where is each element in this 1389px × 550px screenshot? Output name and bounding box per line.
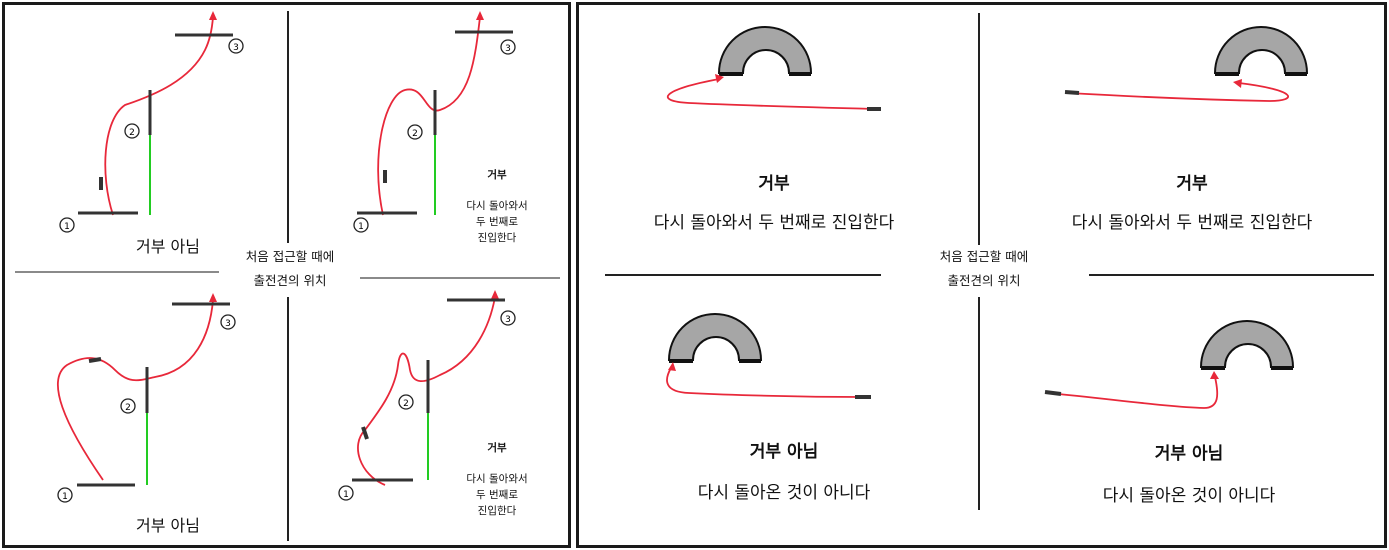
marker-circle-2 [398,394,414,410]
marker-label-1: 1 [343,490,349,500]
marker-label-3: 3 [233,43,239,53]
dog-path [667,78,876,110]
right-q3-title: 거부 아님 [749,442,819,462]
dog-path [666,367,863,398]
dog-marker [361,426,369,440]
left-q1-caption: 거부 아님 [136,237,200,256]
arrow-head [668,362,676,371]
marker-label-3: 3 [505,315,511,325]
arrow-head [1210,371,1219,379]
dog-path [357,296,496,486]
dog-marker [1064,90,1080,95]
desc-line: 진입한다 [477,505,517,517]
right-q3-course [666,313,871,399]
right-q1-title: 거부 [758,174,790,194]
tunnel-shape [1213,26,1309,74]
arrow-head [476,11,484,20]
left-q2-course: 1 2 3 [353,11,516,233]
dog-path [377,16,481,216]
left-q4-desc: 다시 돌아와서 두 번째로 진입한다 [447,471,547,519]
left-q4-course: 1 2 3 [338,290,516,501]
right-q3-desc: 다시 돌아온 것이 아니다 [697,483,871,503]
arrow-head [1233,79,1242,88]
marker-label-1: 1 [358,222,364,232]
right-q4-title: 거부 아님 [1154,444,1224,464]
left-q2-desc: 다시 돌아와서 두 번째로 진입한다 [447,198,547,246]
arrow-head [209,11,217,20]
marker-circle-1 [338,485,354,501]
dog-path [57,299,214,481]
tunnel-shape [667,313,763,361]
left-q4-title: 거부 [487,442,507,454]
center-note-line: 처음 접근할 때에 [245,249,335,264]
desc-line: 진입한다 [477,232,517,244]
right-q4-desc: 다시 돌아온 것이 아니다 [1102,486,1276,506]
marker-circle-3 [220,314,236,330]
center-note-line: 출전견의 위치 [947,273,1021,288]
left-diagrams-svg: 1 2 3 1 2 3 [15,11,560,541]
right-diagram-panel: 거부 다시 돌아와서 두 번째로 진입한다 거부 다시 돌아와서 두 번째로 진… [576,2,1387,548]
desc-line: 두 번째로 [476,489,518,501]
right-q1-course [667,26,881,111]
marker-circle-3 [228,38,244,54]
left-q2-title: 거부 [487,169,507,181]
left-q1-course: 1 2 3 [59,11,244,233]
right-q4-course [1044,320,1295,409]
center-note-line: 출전견의 위치 [253,273,327,288]
dog-marker [1044,390,1062,396]
right-q2-desc: 다시 돌아와서 두 번째로 진입한다 [1071,213,1313,233]
marker-label-3: 3 [505,44,511,54]
dog-marker [88,357,102,363]
desc-line: 두 번째로 [476,216,518,228]
marker-label-3: 3 [225,319,231,329]
arrow-head [209,293,217,302]
desc-line: 다시 돌아와서 [466,200,528,212]
marker-circle-3 [500,310,516,326]
marker-circle-3 [500,39,516,55]
marker-circle-1 [59,217,75,233]
right-center-note: 처음 접근할 때에 출전견의 위치 [913,245,1055,293]
left-q3-course: 1 2 3 [57,293,236,503]
tunnel-shape [717,26,813,74]
left-center-note: 처음 접근할 때에 출전견의 위치 [229,245,351,293]
desc-line: 다시 돌아와서 [466,473,528,485]
marker-circle-2 [120,398,136,414]
dog-path [104,16,214,216]
marker-circle-2 [124,123,140,139]
right-q1-desc: 다시 돌아와서 두 번째로 진입한다 [653,213,895,233]
marker-label-1: 1 [64,222,70,232]
marker-label-2: 2 [403,399,409,409]
right-diagrams-svg [605,13,1374,510]
arrow-head [715,74,724,83]
arrow-head [491,290,499,299]
marker-circle-1 [57,487,73,503]
dog-path [1048,376,1219,409]
dog-path [1068,82,1290,102]
tunnel-shape [1199,320,1295,368]
right-q2-course [1064,26,1309,102]
marker-label-2: 2 [412,129,418,139]
marker-label-1: 1 [62,492,68,502]
left-diagram-panel: 1 2 3 1 2 3 [2,2,571,548]
marker-label-2: 2 [125,403,131,413]
right-q2-title: 거부 [1176,174,1208,194]
marker-circle-1 [353,217,369,233]
marker-label-2: 2 [129,128,135,138]
left-q3-caption: 거부 아님 [136,516,200,535]
center-note-line: 처음 접근할 때에 [939,249,1029,264]
marker-circle-2 [407,124,423,140]
